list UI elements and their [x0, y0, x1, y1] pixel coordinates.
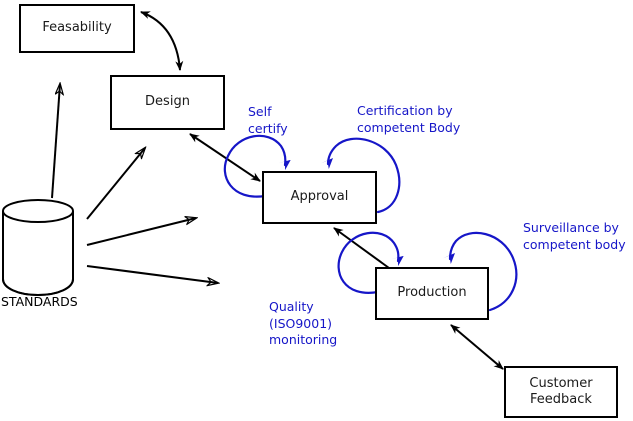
connector-feasability-design — [140, 11, 184, 71]
node-design-label: Design — [145, 94, 190, 110]
connector-design-approval — [189, 133, 261, 182]
annotation-quality-iso9001-monitoring: Quality (ISO9001) monitoring — [269, 299, 338, 347]
annotation-certification-by-competent-body: Certification by competent Body — [357, 103, 461, 135]
connector-standards-feasability — [51, 84, 60, 199]
node-approval[interactable]: Approval — [262, 171, 377, 224]
self-loop-certification — [321, 137, 401, 214]
node-design[interactable]: Design — [110, 75, 225, 130]
self-loop-quality — [337, 231, 404, 294]
connector-production-customer-feedback — [450, 324, 504, 370]
self-loop-self-certify — [223, 134, 291, 198]
connector-standards-design — [86, 148, 145, 220]
connector-standards-production — [86, 265, 218, 283]
annotation-self-certify: Self certify — [248, 104, 288, 136]
node-production-label: Production — [397, 285, 467, 301]
node-feasability-label: Feasability — [42, 20, 112, 36]
node-production[interactable]: Production — [375, 267, 489, 320]
self-loop-surveillance — [443, 231, 518, 312]
data-store-standards-label: STANDARDS — [1, 294, 78, 309]
node-customer-feedback[interactable]: Customer Feedback — [504, 366, 618, 418]
data-store-standards — [2, 199, 74, 297]
connector-standards-approval — [86, 218, 196, 246]
node-customer-feedback-label: Customer Feedback — [529, 375, 593, 407]
annotation-surveillance-by-competent-body: Surveillance by competent body — [523, 220, 626, 252]
node-feasability[interactable]: Feasability — [19, 4, 135, 53]
node-approval-label: Approval — [290, 189, 349, 205]
